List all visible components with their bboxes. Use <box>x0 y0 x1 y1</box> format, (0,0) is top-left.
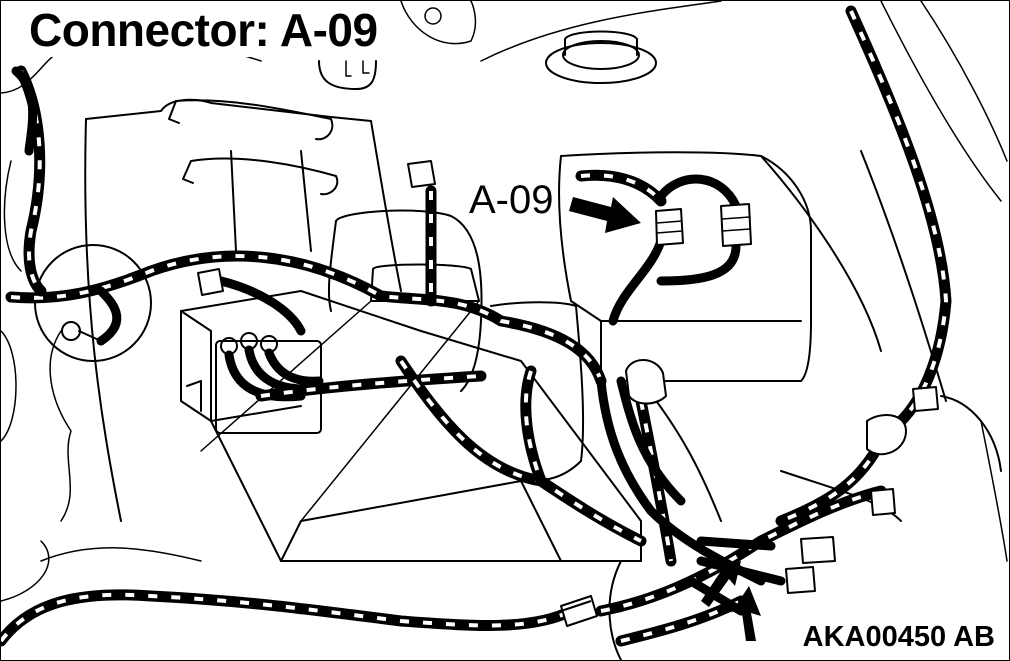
figure-id: AKA00450 AB <box>798 620 999 654</box>
reservoir-cap <box>545 30 657 84</box>
routing-arrows <box>701 561 761 641</box>
callout-arrow <box>569 197 641 233</box>
title-hook-detail <box>318 60 377 90</box>
solid-wires <box>11 66 786 616</box>
connectors <box>197 160 939 627</box>
battery-box <box>180 290 642 562</box>
mounting-bracket <box>84 98 402 522</box>
connector-callout-label: A-09 <box>467 177 556 223</box>
diagram-title: Connector: A-09 <box>25 3 382 57</box>
